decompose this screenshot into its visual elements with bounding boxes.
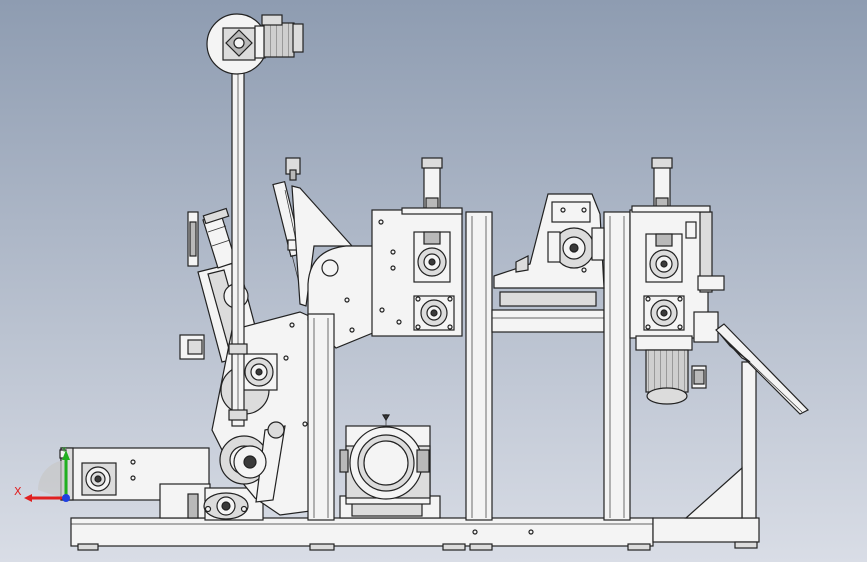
vertical-drive-shaft (228, 55, 248, 427)
main-motor (339, 414, 441, 519)
coordinate-triad: X Y (14, 446, 70, 502)
center-column (291, 185, 381, 521)
top-gear-motor (206, 13, 304, 75)
axis-x-label: X (14, 485, 22, 498)
right-frame (629, 157, 757, 519)
axis-y-label: Y (61, 446, 67, 454)
discharge-chute (693, 311, 810, 415)
left-feed-unit (59, 334, 211, 519)
second-frame (371, 157, 493, 521)
middle-bridge (491, 211, 631, 521)
second-cylinder (651, 157, 673, 211)
upper-housing (493, 193, 605, 289)
right-motor (635, 335, 707, 405)
cam-plate (211, 311, 319, 516)
